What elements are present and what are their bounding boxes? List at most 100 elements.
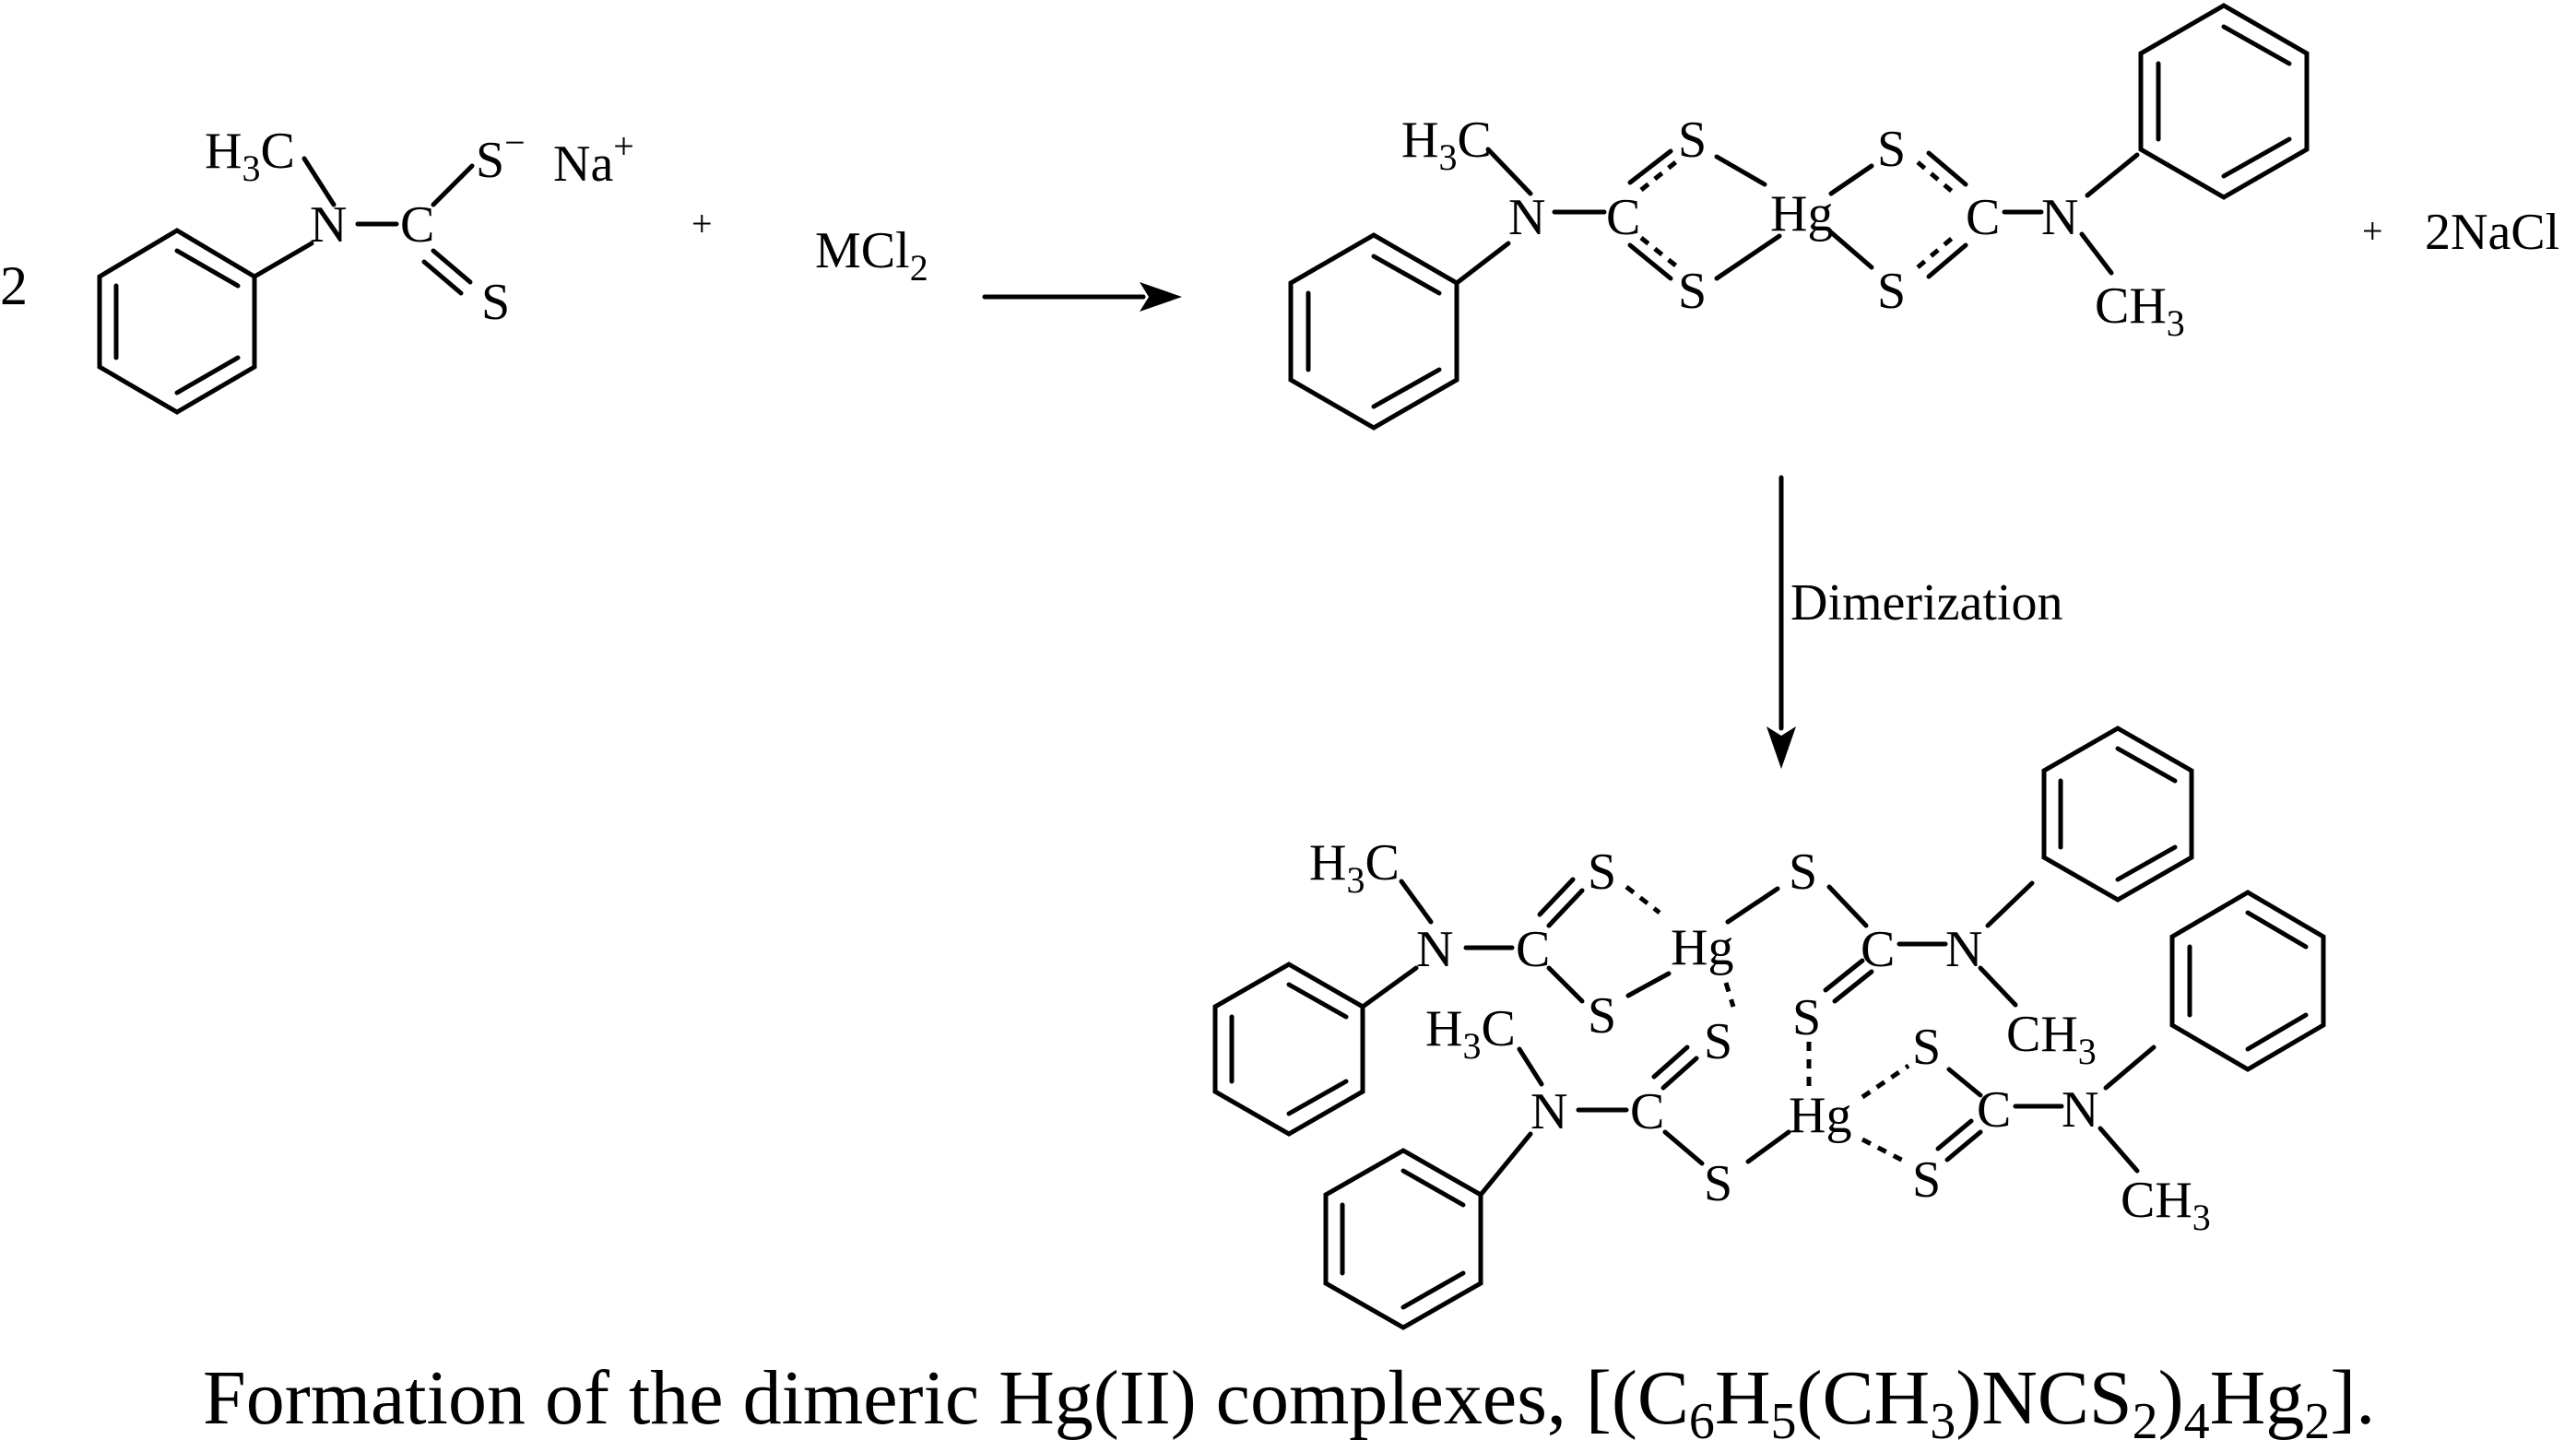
bond-s-c	[1946, 1067, 1983, 1098]
aromatic-bond	[2221, 136, 2292, 179]
bond-ring-n	[1360, 965, 1419, 1009]
sulfur-label: S	[1792, 989, 1821, 1046]
bond-s-c	[1926, 150, 1968, 187]
sulfur-label: S	[481, 274, 510, 331]
phenyl-ring	[2169, 890, 2326, 1072]
aromatic-bond	[1286, 1079, 1349, 1116]
nitrogen-label: N	[2041, 189, 2078, 246]
bond-c-s	[1627, 148, 1673, 185]
sulfur-label: S	[1678, 112, 1707, 169]
nitrogen-label: N	[2062, 1081, 2098, 1139]
byproduct-label: 2NaCl	[2425, 204, 2559, 261]
delocalized-bond	[1639, 236, 1680, 269]
sulfur-label: S	[1588, 987, 1616, 1045]
aromatic-bond	[1400, 1168, 1466, 1208]
delocalized-bond	[1916, 160, 1956, 195]
bond-hg-s	[1725, 886, 1780, 925]
bond-c-s	[1537, 877, 1576, 917]
bond-s-hg	[1714, 154, 1767, 187]
bond-s-hg	[1745, 1129, 1791, 1164]
mercury-label: Hg	[1671, 919, 1733, 976]
carbon-label: C	[400, 196, 434, 254]
bond-n-methyl	[1399, 879, 1434, 925]
aromatic-bond	[2245, 1012, 2309, 1052]
bond-s-c	[1926, 242, 1968, 279]
phenyl-ring	[2138, 3, 2310, 200]
sulfur-label: S	[1877, 121, 1906, 178]
mercury-label: Hg	[1789, 1087, 1851, 1144]
bond-s-c	[1944, 1129, 1983, 1163]
phenyl-ring	[1212, 962, 1365, 1137]
aromatic-bond	[2245, 910, 2309, 950]
bond-c-s	[1627, 242, 1673, 281]
aromatic-bond	[174, 248, 241, 289]
dimer-complex: H3C N C S S Hg S C N S CH3 H3C N C S S H…	[1212, 726, 2326, 1330]
nitrogen-label: N	[1508, 189, 1545, 246]
mercury-label: Hg	[1770, 185, 1833, 242]
delocalized-bond	[1916, 234, 1956, 269]
phenyl-ring	[2041, 726, 2194, 903]
carbon-label: C	[1630, 1083, 1664, 1140]
carbon-label: C	[1977, 1081, 2011, 1139]
dimerization-label: Dimerization	[1790, 574, 2062, 631]
carbon-label: C	[1861, 921, 1895, 978]
bond-ring-n	[1454, 241, 1511, 286]
bond-hg-s	[1828, 163, 1874, 196]
nitrogen-label: N	[310, 196, 347, 254]
nitrogen-label: N	[1416, 921, 1453, 978]
sulfur-label: S	[1912, 1151, 1941, 1209]
bond-n-ring	[2103, 1045, 2157, 1091]
bond-s-c	[1935, 1118, 1974, 1151]
sulfur-label: S	[1789, 844, 1817, 901]
bond-ring-n	[1478, 1131, 1533, 1198]
phenyl-ring	[1323, 1148, 1483, 1330]
carbon-label: C	[1516, 921, 1550, 978]
bond-n-methyl	[1517, 1046, 1544, 1087]
bond-hg-s	[1828, 230, 1874, 270]
sulfur-anion-label: S−	[476, 122, 526, 189]
figure-caption: Formation of the dimeric Hg(II) complexe…	[203, 1355, 2375, 1440]
bond-c-s	[1832, 969, 1874, 1004]
bond-c-s	[1546, 888, 1585, 928]
bond-s-hg	[1625, 971, 1672, 998]
methyl-label: CH3	[2121, 1172, 2211, 1238]
aromatic-bond	[2221, 24, 2292, 66]
bond-s-hg	[1714, 233, 1782, 281]
dative-bond	[1861, 1137, 1910, 1166]
monomer-complex: H3C N C S S Hg S S C N CH3	[1288, 3, 2310, 431]
bond-n-methyl	[301, 156, 337, 207]
methyl-label: H3C	[205, 123, 295, 189]
reactant-dithiocarbamate: 2 H3C N C S− Na+ S	[0, 122, 634, 415]
bond-n-methyl	[2079, 231, 2114, 276]
dative-bond	[1861, 1063, 1910, 1100]
bond-c-s	[1660, 1056, 1699, 1091]
aromatic-bond	[1286, 982, 1349, 1020]
bond-n-ring	[1985, 880, 2035, 928]
dative-bond	[1723, 982, 1736, 1008]
bond-n-methyl	[1978, 965, 2018, 1008]
dimerization-arrow	[1767, 475, 1796, 769]
bond-c-s	[1651, 1045, 1690, 1080]
sulfur-label: S	[1678, 263, 1707, 320]
dative-bond	[1625, 885, 1661, 915]
methyl-label: H3C	[1425, 1000, 1516, 1067]
methyl-label: CH3	[2095, 277, 2185, 344]
aromatic-bond	[2115, 844, 2178, 882]
sulfur-label: S	[1588, 844, 1616, 901]
nitrogen-label: N	[1530, 1083, 1567, 1140]
sulfur-label: S	[1704, 1013, 1732, 1070]
nitrogen-label: N	[1945, 921, 1982, 978]
aromatic-bond	[1371, 367, 1442, 409]
phenyl-ring	[97, 228, 257, 415]
bond-s-c	[1826, 884, 1869, 928]
sulfur-label: S	[1877, 263, 1906, 320]
methyl-label: CH3	[2006, 1006, 2097, 1072]
aromatic-bond	[1400, 1270, 1466, 1310]
sodium-cation-label: Na+	[553, 125, 634, 193]
carbon-label: C	[1606, 189, 1640, 246]
plus-sign: +	[691, 203, 713, 244]
bond-c-s	[1823, 958, 1865, 993]
bond-c-s	[431, 163, 475, 207]
sulfur-label: S	[1912, 1019, 1941, 1076]
